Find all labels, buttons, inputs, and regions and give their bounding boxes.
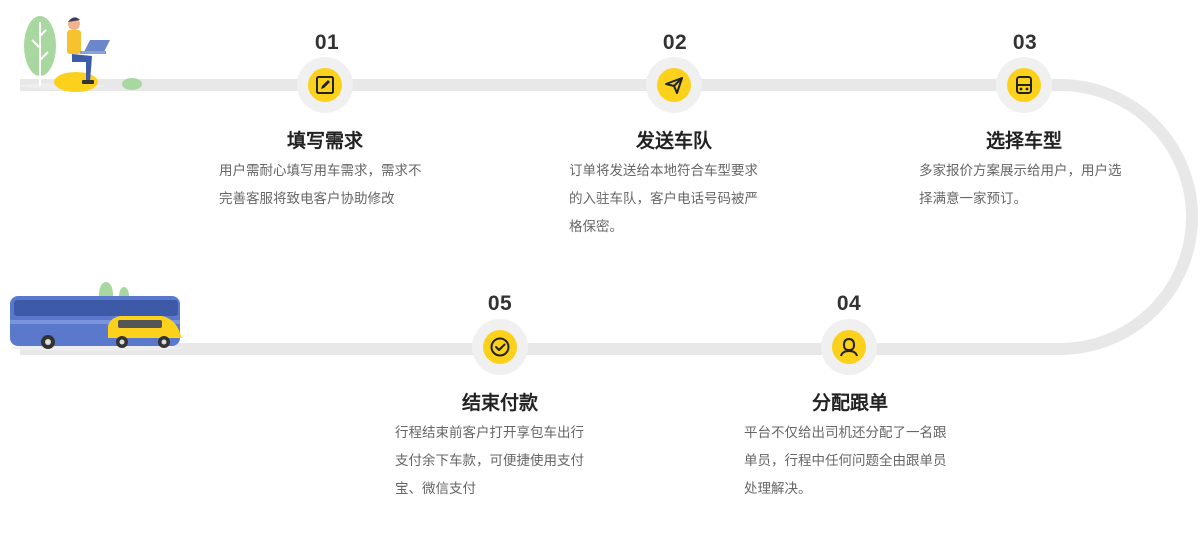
step-2-number: 02 bbox=[662, 31, 688, 54]
edit-icon bbox=[308, 68, 342, 102]
step-2-description-line: 格保密。 bbox=[569, 219, 623, 235]
step-2-title: 发送车队 bbox=[635, 130, 712, 152]
step-4-number: 04 bbox=[836, 292, 862, 315]
step-4-description-line: 处理解决。 bbox=[744, 481, 812, 497]
step-4-title: 分配跟单 bbox=[811, 392, 888, 414]
step-4-description-line: 单员，行程中任何问题全由跟单员 bbox=[744, 453, 947, 469]
step-3-description: 多家报价方案展示给用户，用户选 择满意一家预订。 bbox=[919, 157, 1149, 213]
bus-car-illustration bbox=[10, 282, 182, 351]
step-1-description-line: 完善客服将致电客户协助修改 bbox=[219, 191, 395, 207]
step-5-description-line: 行程结束前客户打开享包车出行 bbox=[395, 425, 584, 441]
step-2-description-line: 订单将发送给本地符合车型要求 bbox=[569, 163, 758, 179]
step-3-icon-ring bbox=[996, 57, 1052, 113]
step-5-title: 结束付款 bbox=[461, 392, 538, 414]
person-icon bbox=[832, 330, 866, 364]
step-5-icon-ring bbox=[472, 319, 528, 375]
step-2-icon-ring bbox=[646, 57, 702, 113]
step-1-number: 01 bbox=[314, 31, 340, 54]
step-4-description: 平台不仅给出司机还分配了一名跟 单员，行程中任何问题全由跟单员 处理解决。 bbox=[744, 419, 974, 503]
step-4-description-line: 平台不仅给出司机还分配了一名跟 bbox=[744, 425, 947, 441]
step-3-title: 选择车型 bbox=[985, 130, 1062, 152]
step-2-description: 订单将发送给本地符合车型要求 的入驻车队，客户电话号码被严 格保密。 bbox=[569, 157, 789, 241]
step-3-description-line: 择满意一家预订。 bbox=[919, 191, 1027, 207]
send-icon bbox=[657, 68, 691, 102]
check-icon bbox=[483, 330, 517, 364]
step-1-title: 填写需求 bbox=[286, 130, 363, 152]
step-2-description-line: 的入驻车队，客户电话号码被严 bbox=[569, 191, 758, 207]
step-1-description-line: 用户需耐心填写用车需求，需求不 bbox=[219, 163, 422, 179]
vehicle-icon bbox=[1007, 68, 1041, 102]
step-5-description-line: 支付余下车款，可便捷使用支付 bbox=[395, 453, 584, 469]
step-3-description-line: 多家报价方案展示给用户，用户选 bbox=[919, 163, 1122, 179]
step-3-number: 03 bbox=[1012, 31, 1038, 54]
step-1-icon-ring bbox=[297, 57, 353, 113]
step-5-description: 行程结束前客户打开享包车出行 支付余下车款，可便捷使用支付 宝、微信支付 bbox=[395, 419, 615, 503]
step-5-description-line: 宝、微信支付 bbox=[395, 481, 476, 497]
step-4-icon-ring bbox=[821, 319, 877, 375]
step-1-description: 用户需耐心填写用车需求，需求不 完善客服将致电客户协助修改 bbox=[219, 157, 449, 213]
step-5-number: 05 bbox=[487, 292, 513, 315]
person-laptop-illustration bbox=[20, 16, 142, 92]
